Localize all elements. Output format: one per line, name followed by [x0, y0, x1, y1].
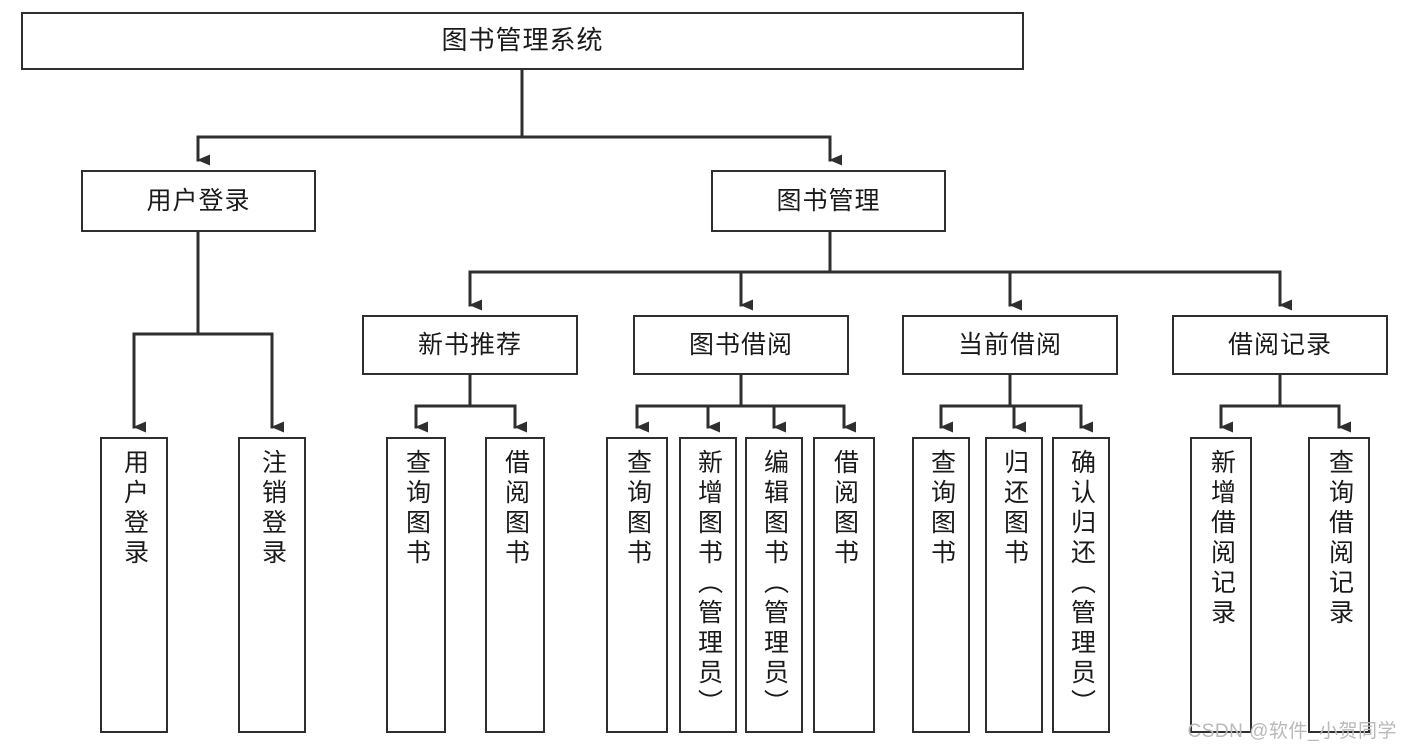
node-label: 归还图书: [1000, 449, 1029, 569]
node-label: 借阅图书: [501, 449, 530, 569]
node-label: 用户登录: [146, 187, 251, 215]
node-label: 确认归还（管理员）: [1067, 449, 1096, 719]
node-book-management[interactable]: 图书管理: [711, 170, 946, 232]
node-label: 当前借阅: [957, 331, 1062, 359]
node-user-login[interactable]: 用户登录: [81, 170, 316, 232]
node-leaf-query-book-current[interactable]: 查询图书: [912, 437, 970, 733]
node-label: 图书管理系统: [441, 25, 604, 56]
node-leaf-return-book[interactable]: 归还图书: [985, 437, 1043, 733]
node-leaf-user-login[interactable]: 用户登录: [100, 437, 168, 733]
node-root-system[interactable]: 图书管理系统: [21, 12, 1024, 70]
node-leaf-edit-book-admin[interactable]: 编辑图书（管理员）: [745, 437, 803, 733]
node-label: 注销登录: [258, 449, 287, 569]
node-label: 借阅记录: [1227, 331, 1332, 359]
node-label: 新书推荐: [417, 331, 522, 359]
node-label: 图书借阅: [688, 331, 793, 359]
node-leaf-query-book-borrow[interactable]: 查询图书: [606, 437, 668, 733]
node-leaf-borrow-book[interactable]: 借阅图书: [813, 437, 875, 733]
node-current-borrow[interactable]: 当前借阅: [902, 315, 1118, 375]
node-label: 借阅图书: [830, 449, 859, 569]
node-borrow-record[interactable]: 借阅记录: [1172, 315, 1388, 375]
node-label: 新增图书（管理员）: [694, 449, 723, 719]
node-leaf-confirm-return-admin[interactable]: 确认归还（管理员）: [1052, 437, 1110, 733]
node-leaf-borrow-book-newbook[interactable]: 借阅图书: [485, 437, 545, 733]
node-leaf-query-borrow-record[interactable]: 查询借阅记录: [1308, 437, 1370, 733]
node-book-borrow[interactable]: 图书借阅: [633, 315, 849, 375]
node-label: 查询图书: [623, 449, 652, 569]
node-label: 查询图书: [927, 449, 956, 569]
node-leaf-logout[interactable]: 注销登录: [238, 437, 306, 733]
node-label: 查询借阅记录: [1325, 449, 1354, 629]
node-label: 查询图书: [402, 449, 431, 569]
node-leaf-query-book-newbook[interactable]: 查询图书: [386, 437, 446, 733]
node-label: 图书管理: [776, 187, 881, 215]
node-label: 新增借阅记录: [1207, 449, 1236, 629]
node-label: 用户登录: [120, 449, 149, 569]
node-new-book-recommend[interactable]: 新书推荐: [362, 315, 578, 375]
node-leaf-add-book-admin[interactable]: 新增图书（管理员）: [679, 437, 737, 733]
node-leaf-add-borrow-record[interactable]: 新增借阅记录: [1190, 437, 1252, 733]
node-label: 编辑图书（管理员）: [760, 449, 789, 719]
